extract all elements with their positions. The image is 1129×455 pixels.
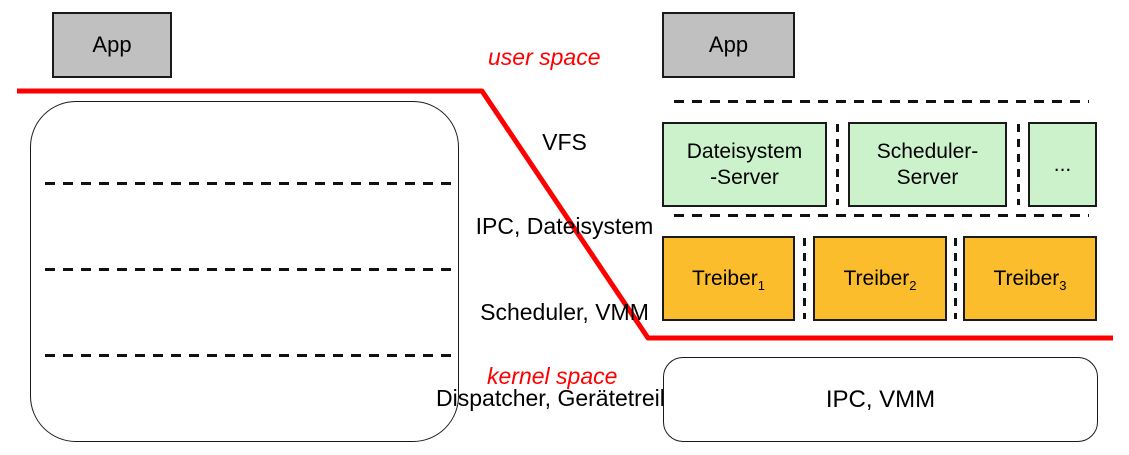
driver-subscript: 3 [1059, 277, 1067, 293]
microkernel-app-box: App [662, 12, 795, 78]
driver-label: Treiber [692, 266, 758, 290]
monolithic-layer-ipc-dateisystem: IPC, Dateisystem [475, 213, 654, 239]
server-separator-2 [1017, 124, 1020, 205]
microkernel-divider-middle [674, 214, 1089, 217]
server-label-ellipsis: ... [1053, 152, 1072, 176]
monolithic-layer-vfs: VFS [542, 128, 587, 155]
driver-separator-1 [803, 238, 806, 319]
server-label-line2: Server [896, 165, 959, 189]
server-label-line1: Dateisystem [686, 139, 803, 163]
microkernel-divider-top [674, 100, 1089, 103]
driver-subscript: 2 [909, 277, 917, 293]
driver-label: Treiber [993, 266, 1060, 290]
server-label-line1: Scheduler- [876, 139, 979, 163]
monolithic-divider-3 [45, 354, 455, 357]
server-separator-1 [836, 124, 839, 205]
server-box-dateisystem: Dateisystem -Server [662, 122, 827, 207]
user-space-label: user space [488, 44, 601, 70]
monolithic-app-box: App [52, 12, 172, 78]
microkernel-kernel-box: IPC, VMM [663, 357, 1098, 442]
kernel-space-label: kernel space [487, 363, 618, 389]
driver-box-3: Treiber3 [963, 236, 1097, 321]
monolithic-divider-2 [45, 268, 455, 271]
driver-subscript: 1 [757, 277, 765, 293]
driver-box-2: Treiber2 [813, 236, 947, 321]
driver-separator-2 [954, 238, 957, 319]
monolithic-kernel-box [30, 101, 459, 442]
monolithic-divider-1 [45, 182, 455, 185]
server-box-scheduler: Scheduler- Server [848, 122, 1007, 207]
monolithic-layer-scheduler-vmm: Scheduler, VMM [480, 299, 649, 325]
monolithic-layer-dispatcher-treiber: Dispatcher, Gerätetreiber [436, 384, 693, 411]
server-box-more: ... [1028, 122, 1097, 207]
server-label-line2: -Server [710, 165, 779, 189]
driver-label: Treiber [843, 266, 910, 290]
driver-box-1: Treiber1 [662, 236, 795, 321]
